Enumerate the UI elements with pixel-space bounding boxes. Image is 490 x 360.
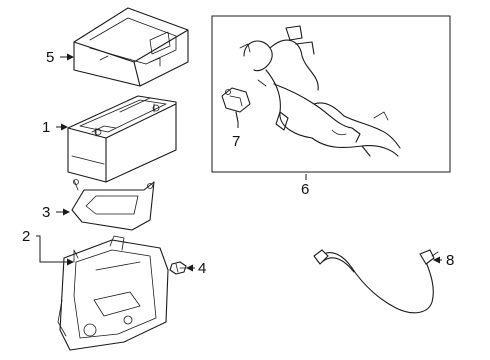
callout-3: 3 bbox=[42, 204, 50, 221]
battery bbox=[67, 95, 177, 183]
leader-lines bbox=[36, 53, 442, 272]
callout-labels: 5 1 3 2 4 7 6 8 bbox=[22, 49, 454, 277]
callout-1: 1 bbox=[42, 119, 50, 136]
wiring-harness bbox=[239, 25, 401, 157]
hold-down-bracket bbox=[71, 179, 155, 231]
callout-2: 2 bbox=[22, 228, 30, 245]
battery-cover bbox=[73, 7, 189, 87]
callout-8: 8 bbox=[446, 252, 454, 269]
callout-4: 4 bbox=[198, 260, 206, 277]
terminal-connector bbox=[221, 87, 251, 123]
callout-5: 5 bbox=[46, 49, 54, 66]
callout-6: 6 bbox=[301, 181, 309, 198]
negative-cable bbox=[313, 249, 439, 314]
callout-7: 7 bbox=[232, 133, 240, 150]
battery-tray bbox=[57, 235, 169, 351]
harness-frame bbox=[211, 15, 451, 173]
bolt bbox=[169, 261, 187, 275]
